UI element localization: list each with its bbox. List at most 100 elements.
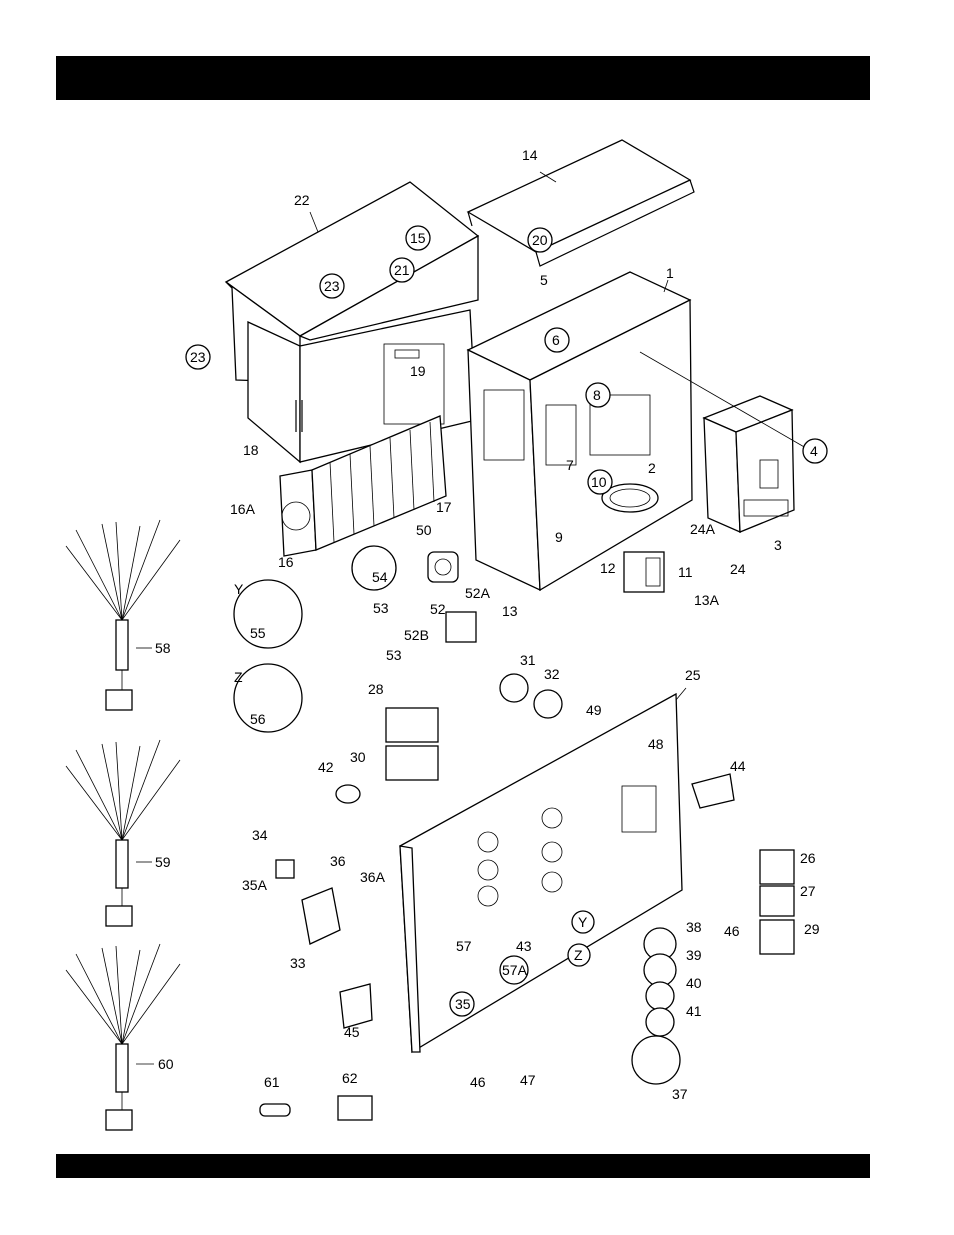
bracket-45-part xyxy=(340,984,372,1028)
label-3: 3 xyxy=(774,537,782,553)
label-58: 58 xyxy=(155,640,171,656)
label-26: 26 xyxy=(800,850,816,866)
label-52: 52 xyxy=(430,601,446,617)
label-61: 61 xyxy=(264,1074,280,1090)
label-14: 14 xyxy=(522,147,538,163)
label-53-bottom: 53 xyxy=(386,647,402,663)
meter-part xyxy=(386,708,438,780)
solenoid-part xyxy=(428,552,458,582)
label-2: 2 xyxy=(648,460,656,476)
label-y-detail: Y xyxy=(234,581,244,597)
label-31: 31 xyxy=(520,652,536,668)
label-43: 43 xyxy=(516,938,532,954)
label-52a: 52A xyxy=(465,585,491,601)
label-34: 34 xyxy=(252,827,268,843)
label-55: 55 xyxy=(250,625,266,641)
gauge-40-part xyxy=(646,982,674,1010)
label-23-top: 23 xyxy=(324,278,340,294)
label-48: 48 xyxy=(648,736,664,752)
indicator-27-part xyxy=(760,886,794,916)
front-panel-part xyxy=(400,694,682,1052)
circuit-breaker-part xyxy=(704,396,794,532)
label-8: 8 xyxy=(593,387,601,403)
label-37: 37 xyxy=(672,1086,688,1102)
indicator-26-part xyxy=(760,850,794,884)
label-60: 60 xyxy=(158,1056,174,1072)
label-22: 22 xyxy=(294,192,310,208)
label-27: 27 xyxy=(800,883,816,899)
label-z-detail: Z xyxy=(234,669,243,685)
circuit-board-part xyxy=(302,888,340,944)
label-y-callout: Y xyxy=(578,914,588,930)
label-45: 45 xyxy=(344,1024,360,1040)
label-24: 24 xyxy=(730,561,746,577)
label-57a: 57A xyxy=(502,962,528,978)
label-21: 21 xyxy=(394,262,410,278)
lamp-part xyxy=(336,785,360,803)
label-7: 7 xyxy=(566,457,574,473)
label-49: 49 xyxy=(586,702,602,718)
label-18: 18 xyxy=(243,442,259,458)
label-24a: 24A xyxy=(690,521,716,537)
gauge-37-part xyxy=(632,1036,680,1084)
label-16: 16 xyxy=(278,554,294,570)
detail-circle-56 xyxy=(234,664,302,732)
label-47: 47 xyxy=(520,1072,536,1088)
label-13a: 13A xyxy=(694,592,720,608)
toggle-switch-part xyxy=(276,860,294,878)
label-36a: 36A xyxy=(360,869,386,885)
label-50: 50 xyxy=(416,522,432,538)
wire-harness-59 xyxy=(66,740,180,926)
label-11: 11 xyxy=(678,564,693,580)
label-40: 40 xyxy=(686,975,702,991)
label-57: 57 xyxy=(456,938,472,954)
label-33: 33 xyxy=(290,955,306,971)
wire-harness-58 xyxy=(66,520,180,710)
bracket-44-part xyxy=(692,774,734,808)
label-10: 10 xyxy=(591,474,607,490)
label-46-bottom: 46 xyxy=(470,1074,486,1090)
label-30: 30 xyxy=(350,749,366,765)
label-32: 32 xyxy=(544,666,560,682)
label-29: 29 xyxy=(804,921,820,937)
label-38: 38 xyxy=(686,919,702,935)
label-39: 39 xyxy=(686,947,702,963)
label-20: 20 xyxy=(532,232,548,248)
label-5: 5 xyxy=(540,272,548,288)
label-13: 13 xyxy=(502,603,518,619)
gauge-31-part xyxy=(500,674,528,702)
label-53-top: 53 xyxy=(373,600,389,616)
label-z-callout: Z xyxy=(574,947,583,963)
gauge-41-part xyxy=(646,1008,674,1036)
gauge-32-part xyxy=(534,690,562,718)
label-35a: 35A xyxy=(242,877,268,893)
label-9: 9 xyxy=(555,529,563,545)
indicator-29-part xyxy=(760,920,794,954)
label-19: 19 xyxy=(410,363,426,379)
label-16a: 16A xyxy=(230,501,256,517)
fuse-holder-part xyxy=(338,1096,372,1120)
label-25: 25 xyxy=(685,667,701,683)
fuse-part xyxy=(260,1104,290,1116)
label-23-side: 23 xyxy=(190,349,206,365)
gauge-39-part xyxy=(644,954,676,986)
label-28: 28 xyxy=(368,681,384,697)
label-56: 56 xyxy=(250,711,266,727)
label-4: 4 xyxy=(810,443,818,459)
label-44: 44 xyxy=(730,758,746,774)
label-6: 6 xyxy=(552,332,560,348)
label-12: 12 xyxy=(600,560,616,576)
label-35: 35 xyxy=(455,996,471,1012)
detail-circle-55 xyxy=(234,580,302,648)
control-module-part xyxy=(446,612,476,642)
label-36: 36 xyxy=(330,853,346,869)
label-62: 62 xyxy=(342,1070,358,1086)
wire-harness-60 xyxy=(66,944,180,1130)
label-59: 59 xyxy=(155,854,171,870)
enclosure-frame-part xyxy=(468,272,692,590)
label-41: 41 xyxy=(686,1003,702,1019)
label-1: 1 xyxy=(666,265,674,281)
label-42: 42 xyxy=(318,759,334,775)
label-15: 15 xyxy=(410,230,426,246)
